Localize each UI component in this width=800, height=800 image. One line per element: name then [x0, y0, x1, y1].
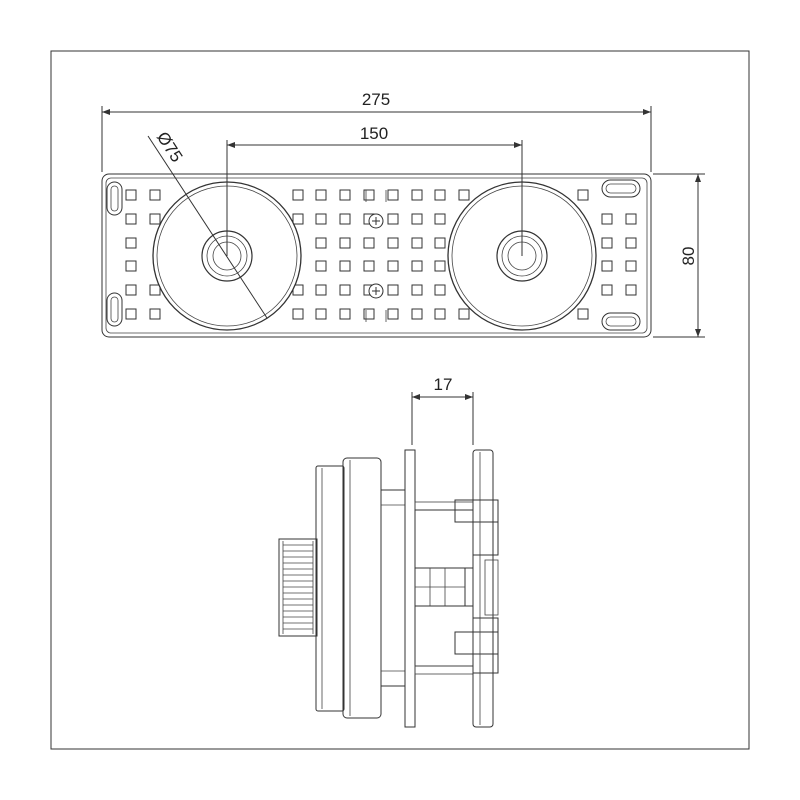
square-hole	[315, 260, 327, 272]
slot-top-left	[106, 181, 123, 216]
square-hole	[434, 308, 446, 320]
square-hole	[292, 308, 304, 320]
square-hole	[315, 308, 327, 320]
plate-side	[404, 449, 416, 728]
square-hole	[315, 237, 327, 249]
square-hole	[387, 237, 399, 249]
square-hole	[411, 189, 423, 201]
square-hole	[625, 213, 637, 225]
square-hole	[601, 213, 613, 225]
square-hole	[411, 284, 423, 296]
square-hole	[125, 260, 137, 272]
square-hole	[387, 260, 399, 272]
slot-top-right	[601, 179, 641, 198]
square-hole	[149, 213, 161, 225]
dim-label-80: 80	[679, 247, 698, 266]
dim-label-150: 150	[360, 124, 388, 143]
square-hole	[363, 189, 375, 201]
square-hole	[125, 237, 137, 249]
square-hole	[601, 284, 613, 296]
square-hole	[125, 308, 137, 320]
square-hole	[339, 213, 351, 225]
valve-body	[315, 457, 406, 719]
square-hole	[125, 284, 137, 296]
square-hole	[315, 213, 327, 225]
slot-bottom-left	[106, 292, 123, 327]
square-hole	[411, 213, 423, 225]
dim-label-17: 17	[434, 375, 453, 394]
square-hole	[458, 189, 470, 201]
square-hole	[601, 260, 613, 272]
square-hole	[387, 308, 399, 320]
dim-label-275: 275	[362, 90, 390, 109]
square-hole	[149, 189, 161, 201]
square-hole	[434, 237, 446, 249]
square-hole	[577, 189, 589, 201]
square-hole	[411, 308, 423, 320]
top-view: 275 150 Ø75 80	[101, 90, 705, 338]
square-hole	[387, 284, 399, 296]
square-hole	[363, 308, 375, 320]
dimension-height: 80	[653, 173, 705, 338]
square-hole	[125, 213, 137, 225]
square-hole	[625, 260, 637, 272]
square-hole	[149, 284, 161, 296]
side-view: 17	[278, 375, 499, 728]
mounting-plate	[101, 173, 652, 338]
front-cover	[472, 449, 499, 728]
square-hole	[577, 308, 589, 320]
dimension-center-distance: 150	[226, 124, 523, 256]
square-hole	[434, 260, 446, 272]
dimension-overall-width: 275	[101, 90, 652, 172]
threaded-connector	[278, 538, 318, 637]
drawing-frame	[50, 50, 750, 750]
slot-bottom-right	[601, 312, 641, 331]
square-hole	[363, 260, 375, 272]
dimension-depth: 17	[411, 375, 474, 445]
square-hole	[339, 237, 351, 249]
center-screws	[365, 190, 387, 322]
square-hole	[625, 237, 637, 249]
square-hole	[387, 213, 399, 225]
square-hole	[411, 237, 423, 249]
mounting-slots	[106, 179, 641, 331]
square-hole	[339, 189, 351, 201]
square-hole	[363, 237, 375, 249]
square-hole	[339, 284, 351, 296]
square-hole	[292, 213, 304, 225]
square-hole	[315, 284, 327, 296]
square-hole	[315, 189, 327, 201]
square-hole	[387, 189, 399, 201]
square-hole	[458, 308, 470, 320]
square-hole	[601, 237, 613, 249]
square-hole	[339, 260, 351, 272]
internal-parts	[414, 499, 499, 675]
square-hole	[434, 189, 446, 201]
square-hole	[339, 308, 351, 320]
dim-label-diameter: Ø75	[153, 128, 186, 165]
square-hole	[149, 308, 161, 320]
hole-grid	[125, 189, 637, 320]
square-hole	[434, 284, 446, 296]
square-hole	[434, 213, 446, 225]
square-hole	[411, 260, 423, 272]
square-hole	[125, 189, 137, 201]
square-hole	[625, 284, 637, 296]
square-hole	[292, 189, 304, 201]
